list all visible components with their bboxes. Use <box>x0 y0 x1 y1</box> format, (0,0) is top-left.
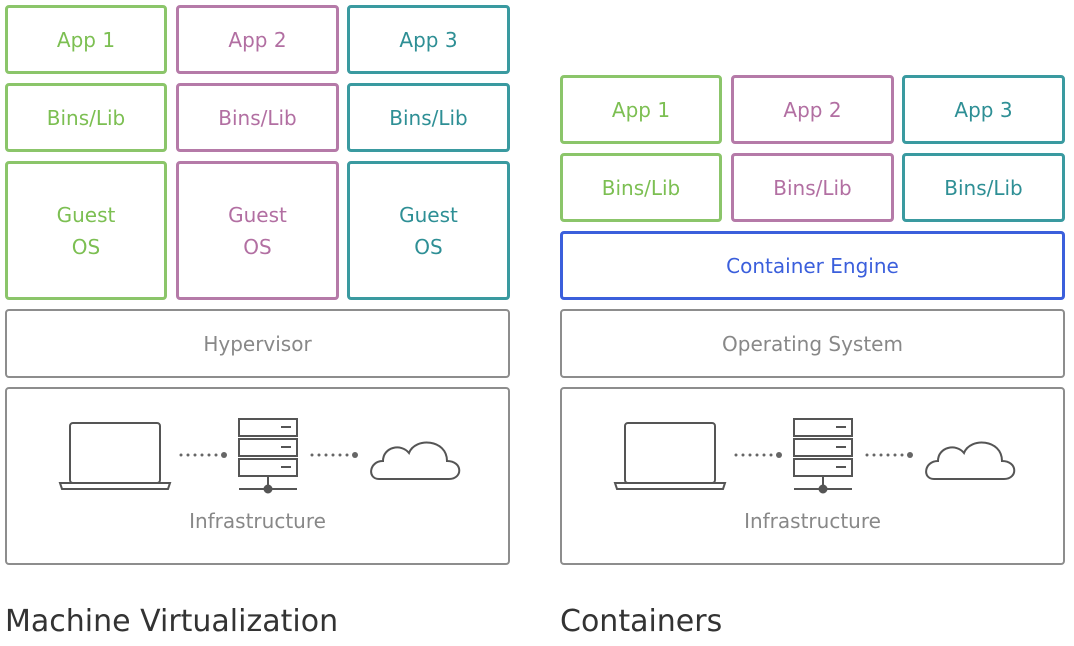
ct-infrastructure-icons <box>613 418 1016 494</box>
connector-dots-left <box>734 452 782 458</box>
ct-bins-1: Bins/Lib <box>560 153 722 222</box>
connector-dots-right <box>310 452 358 458</box>
connector-dots-right <box>865 452 913 458</box>
vm-infrastructure-layer: Infrastructure <box>5 387 510 565</box>
vm-app-3: App 3 <box>347 5 510 74</box>
vm-app-2: App 2 <box>176 5 339 74</box>
vm-guest-os-1: Guest OS <box>5 161 167 300</box>
connector-dots-left <box>179 452 227 458</box>
vm-infrastructure-icons <box>58 418 461 494</box>
server-icon <box>238 418 298 494</box>
hypervisor-layer: Hypervisor <box>5 309 510 378</box>
vm-bins-2: Bins/Lib <box>176 83 339 152</box>
vm-bins-1: Bins/Lib <box>5 83 167 152</box>
ct-infrastructure-layer: Infrastructure <box>560 387 1065 565</box>
ct-bins-2: Bins/Lib <box>731 153 894 222</box>
vm-infrastructure-label: Infrastructure <box>189 509 326 533</box>
server-icon <box>793 418 853 494</box>
cloud-icon <box>925 441 1016 480</box>
operating-system-layer: Operating System <box>560 309 1065 378</box>
container-engine-layer: Container Engine <box>560 231 1065 300</box>
vm-guest-os-2: Guest OS <box>176 161 339 300</box>
vm-guest-os-3: Guest OS <box>347 161 510 300</box>
ct-infrastructure-label: Infrastructure <box>744 509 881 533</box>
ct-app-2: App 2 <box>731 75 894 144</box>
laptop-icon <box>58 422 172 490</box>
ct-app-1: App 1 <box>560 75 722 144</box>
vm-bins-3: Bins/Lib <box>347 83 510 152</box>
ct-bins-3: Bins/Lib <box>902 153 1065 222</box>
vm-app-1: App 1 <box>5 5 167 74</box>
containers-title: Containers <box>560 604 723 639</box>
vm-title: Machine Virtualization <box>5 604 339 639</box>
laptop-icon <box>613 422 727 490</box>
cloud-icon <box>370 441 461 480</box>
ct-app-3: App 3 <box>902 75 1065 144</box>
